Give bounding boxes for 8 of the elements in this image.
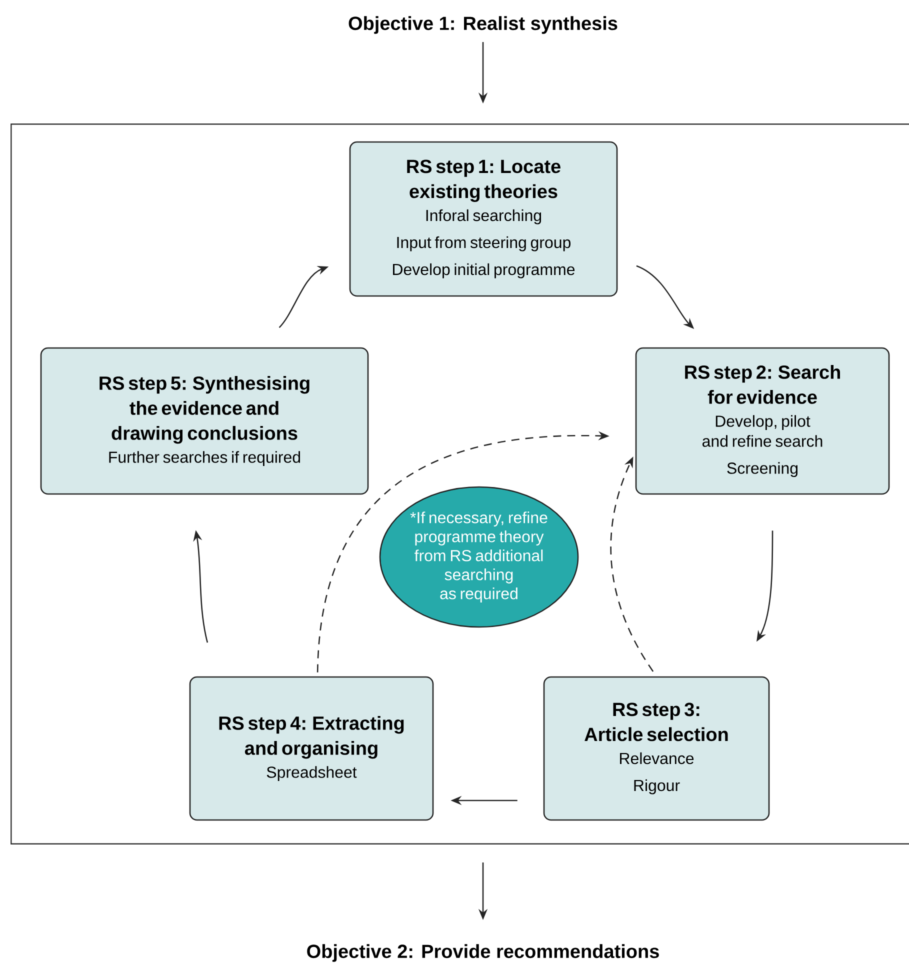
objective-label: Objective 2: Provide recommendations xyxy=(307,944,659,962)
frame xyxy=(10,124,909,844)
step-box: RS step 4: Extracting and organising Spreadsheet xyxy=(189,676,434,821)
step-box: RS step 5: Synthesising the evidence and drawing conclusions Further searches if required xyxy=(40,347,369,495)
objective-label: Objective 1: Realist synthesis xyxy=(348,16,618,34)
step-box: RS step 3: Article selection Relevance Rigour xyxy=(543,676,770,821)
step-box: RS step 1: Locate existing theories Inforal searching Input from steering group Develop initial programme xyxy=(349,141,618,297)
step-box: RS step 2: Search for evidence Develop, pilot and refine search Screening xyxy=(635,347,890,495)
